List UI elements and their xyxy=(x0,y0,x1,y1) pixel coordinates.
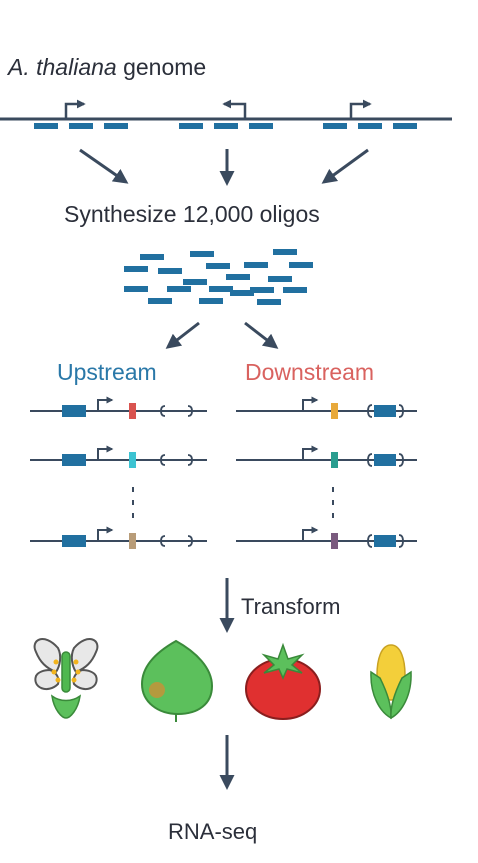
variant-block xyxy=(331,533,338,549)
genome-title: A. thaliana genome xyxy=(8,54,206,81)
arrow-down-left xyxy=(79,148,129,184)
variant-block xyxy=(129,403,136,419)
variant-block xyxy=(129,452,136,468)
rnaseq-label: RNA-seq xyxy=(168,819,258,844)
oligo-pool xyxy=(124,249,313,305)
downstream-construct xyxy=(236,526,417,549)
arrow-to-upstream xyxy=(165,321,200,349)
upstream-constructs xyxy=(30,396,207,549)
variant-block xyxy=(331,403,338,419)
promoter-arrow-1 xyxy=(64,99,86,119)
tomato-icon xyxy=(245,642,321,720)
downstream-construct xyxy=(236,445,417,468)
upstream-construct xyxy=(30,396,207,419)
species-name: A. thaliana xyxy=(8,54,117,80)
upstream-construct xyxy=(30,526,207,549)
genome-suffix: genome xyxy=(123,54,207,80)
downstream-label: Downstream xyxy=(245,359,375,385)
downstream-constructs xyxy=(236,396,417,549)
upstream-label: Upstream xyxy=(57,359,157,385)
variant-block xyxy=(129,533,136,549)
downstream-construct xyxy=(236,396,417,419)
arrow-to-downstream xyxy=(244,321,279,349)
genome-track xyxy=(0,99,452,129)
leaf-icon xyxy=(140,639,214,722)
variant-block xyxy=(331,452,338,468)
promoter-arrow-2 xyxy=(222,99,247,119)
upstream-construct xyxy=(30,445,207,468)
corn-icon xyxy=(370,644,412,720)
transform-label: Transform xyxy=(241,594,341,619)
synthesis-label: Synthesize 12,000 oligos xyxy=(64,201,320,227)
promoter-arrow-3 xyxy=(349,99,372,119)
arabidopsis-flower-icon xyxy=(33,638,99,719)
arrow-down-right xyxy=(321,148,369,184)
